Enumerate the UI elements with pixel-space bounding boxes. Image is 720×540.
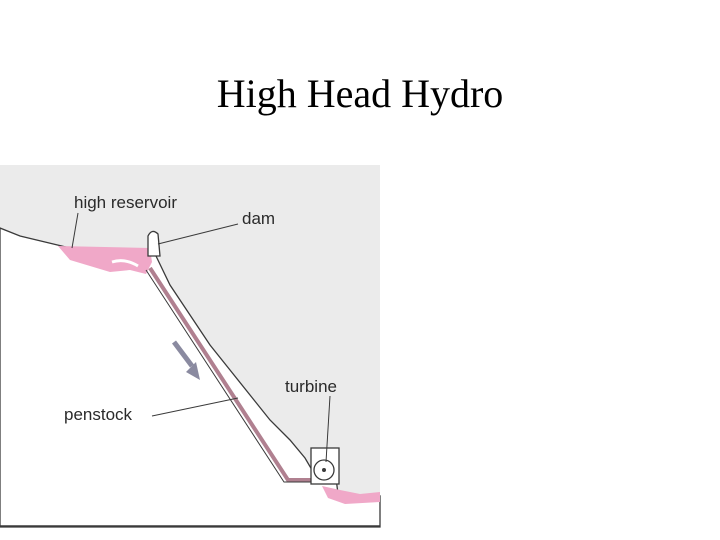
leader-dam — [157, 223, 239, 245]
leader-penstock — [151, 397, 239, 417]
label-penstock: penstock — [64, 405, 133, 424]
leader-high-reservoir — [71, 212, 79, 249]
flow-direction-arrow — [172, 340, 194, 368]
outflow-water — [322, 486, 380, 504]
reservoir-water — [58, 246, 152, 274]
label-dam: dam — [242, 209, 275, 228]
penstock-outline — [145, 269, 316, 483]
label-high-reservoir: high reservoir — [74, 193, 177, 212]
penstock-pipe — [148, 266, 316, 482]
slide-title: High Head Hydro — [216, 71, 504, 116]
turbine-hub — [322, 468, 326, 472]
leader-turbine — [325, 395, 331, 463]
reservoir-flow-arrow — [111, 259, 139, 268]
flow-arrow-head — [186, 362, 200, 380]
label-turbine: turbine — [285, 377, 337, 396]
dam — [147, 230, 161, 257]
